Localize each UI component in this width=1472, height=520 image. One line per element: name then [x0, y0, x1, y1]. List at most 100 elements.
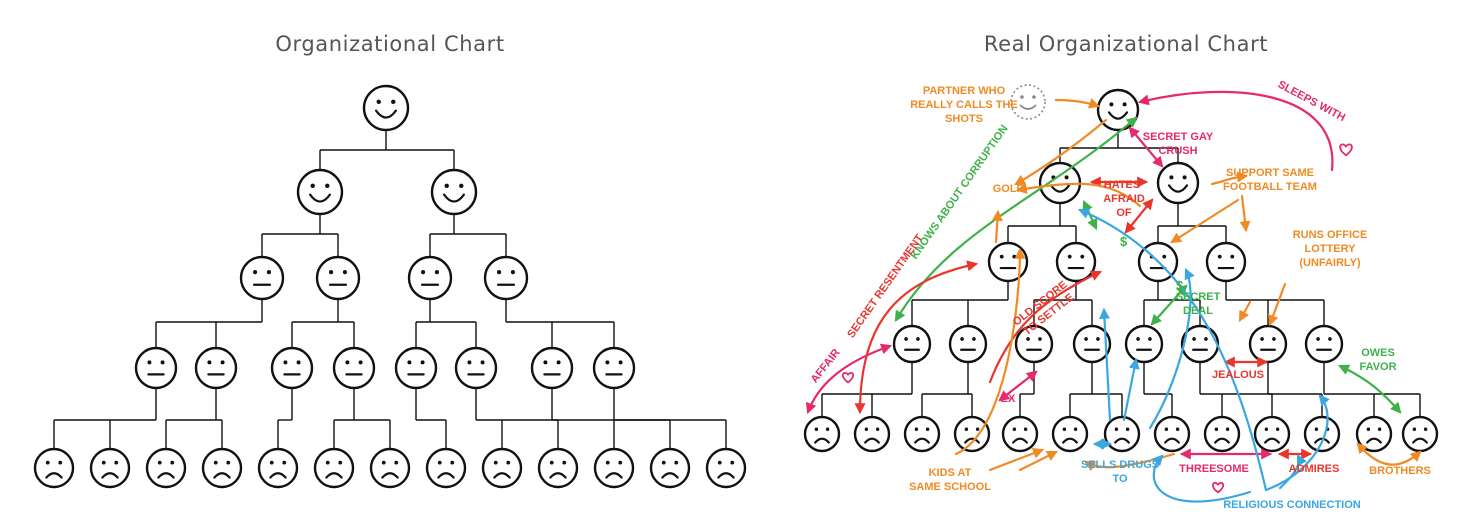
sad-face-icon	[593, 447, 635, 489]
neutral-face-icon	[394, 346, 438, 390]
runs-lottery-arrow	[1267, 282, 1287, 327]
sad-face-icon	[201, 447, 243, 489]
neutral-face-icon	[892, 324, 932, 364]
sad-face-icon	[1051, 415, 1089, 453]
sad-face-icon	[1203, 415, 1241, 453]
neutral-face-icon	[1248, 324, 1288, 364]
happy-face-icon	[1096, 88, 1140, 132]
label-jealous: JEALOUS	[1212, 369, 1264, 381]
label-golf: GOLF	[993, 183, 1024, 195]
label-hates: HATES	[1104, 179, 1140, 191]
partner-arrow	[1054, 98, 1101, 109]
neutral-face-icon	[1205, 241, 1247, 283]
sad-face-icon	[369, 447, 411, 489]
sad-face-icon	[313, 447, 355, 489]
neutral-face-icon	[239, 255, 285, 301]
label-affair: AFFAIR	[809, 347, 843, 386]
neutral-face-icon	[592, 346, 636, 390]
neutral-face-icon	[332, 346, 376, 390]
golf-arrow-1	[1014, 118, 1108, 186]
sad-face-icon	[903, 415, 941, 453]
neutral-face-icon	[483, 255, 529, 301]
label-threesome: THREESOME	[1179, 463, 1249, 475]
neutral-face-icon	[315, 255, 361, 301]
sad-face-icon	[705, 447, 747, 489]
afraid-arrow	[1124, 198, 1154, 234]
neutral-face-icon	[134, 346, 178, 390]
neutral-face-icon	[194, 346, 238, 390]
sad-face-icon	[1401, 415, 1439, 453]
sad-face-icon	[953, 415, 991, 453]
kids-school-arrow-1	[954, 247, 1026, 456]
standard-org-chart-title: Organizational Chart	[275, 32, 505, 56]
neutral-face-icon	[454, 346, 498, 390]
religious-arrow-4	[1278, 454, 1307, 490]
label-ex: EX	[1001, 393, 1016, 405]
owes-favor-arrow	[1338, 364, 1402, 414]
happy-face-icon	[296, 168, 344, 216]
religious-arrow-2	[1264, 394, 1330, 492]
ex-arrow	[998, 370, 1038, 402]
happy-face-icon	[362, 84, 410, 132]
neutral-face-icon	[270, 346, 314, 390]
kids-school-arrow-3	[1018, 450, 1058, 472]
sad-face-icon	[1303, 415, 1341, 453]
support-team-arrow-2	[1170, 198, 1240, 244]
drugs-arrow-1	[1098, 307, 1112, 422]
label-admires: ADMIRES	[1289, 463, 1340, 475]
neutral-face-icon	[1014, 324, 1054, 364]
heart-icon	[1339, 143, 1353, 157]
lottery-small-arrow	[1238, 300, 1252, 322]
happy-face-icon	[1156, 161, 1200, 205]
sad-face-icon	[803, 415, 841, 453]
neutral-face-icon	[1124, 324, 1164, 364]
sad-face-icon	[1001, 415, 1039, 453]
support-team-arrow-3	[1239, 194, 1251, 233]
support-team-arrow-1	[1210, 171, 1249, 186]
sad-face-icon	[853, 415, 891, 453]
label-brothers: BROTHERS	[1369, 465, 1431, 477]
label-religious: RELIGIOUS CONNECTION	[1223, 499, 1361, 511]
neutral-face-icon	[530, 346, 574, 390]
sleeps-with-arrow	[1137, 90, 1334, 172]
label-secret-resentment: SECRET RESENTMENT	[845, 232, 926, 340]
neutral-face-icon	[1304, 324, 1344, 364]
neutral-face-icon	[407, 255, 453, 301]
neutral-face-icon	[1055, 241, 1097, 283]
religious-arrow-3	[1152, 454, 1252, 503]
sad-face-icon	[1153, 415, 1191, 453]
standard-org-chart-diagram	[33, 84, 747, 489]
partner-dotted-face-icon	[1010, 84, 1046, 120]
dollar-icon: $	[1176, 278, 1184, 293]
golf-arrow-3	[991, 209, 1003, 244]
secret-deal-arrow	[1150, 284, 1188, 326]
sad-face-icon	[145, 447, 187, 489]
sad-face-icon	[1355, 415, 1393, 453]
heart-icon	[1211, 481, 1225, 494]
sad-face-icon	[89, 447, 131, 489]
sad-face-icon	[481, 447, 523, 489]
affair-arrow	[805, 343, 893, 415]
sad-face-icon	[33, 447, 75, 489]
kids-school-arrow-2	[988, 448, 1045, 472]
sad-face-icon	[1103, 415, 1141, 453]
standard-org-chart-panel: Organizational Chart	[33, 32, 747, 489]
heart-icon	[841, 371, 855, 384]
religious-arrow-1	[1077, 208, 1268, 492]
sad-face-icon	[425, 447, 467, 489]
real-org-chart-title: Real Organizational Chart	[983, 32, 1269, 56]
sad-face-icon	[257, 447, 299, 489]
dollar-icon: $	[1120, 234, 1128, 249]
neutral-face-icon	[948, 324, 988, 364]
neutral-face-icon	[1072, 324, 1112, 364]
